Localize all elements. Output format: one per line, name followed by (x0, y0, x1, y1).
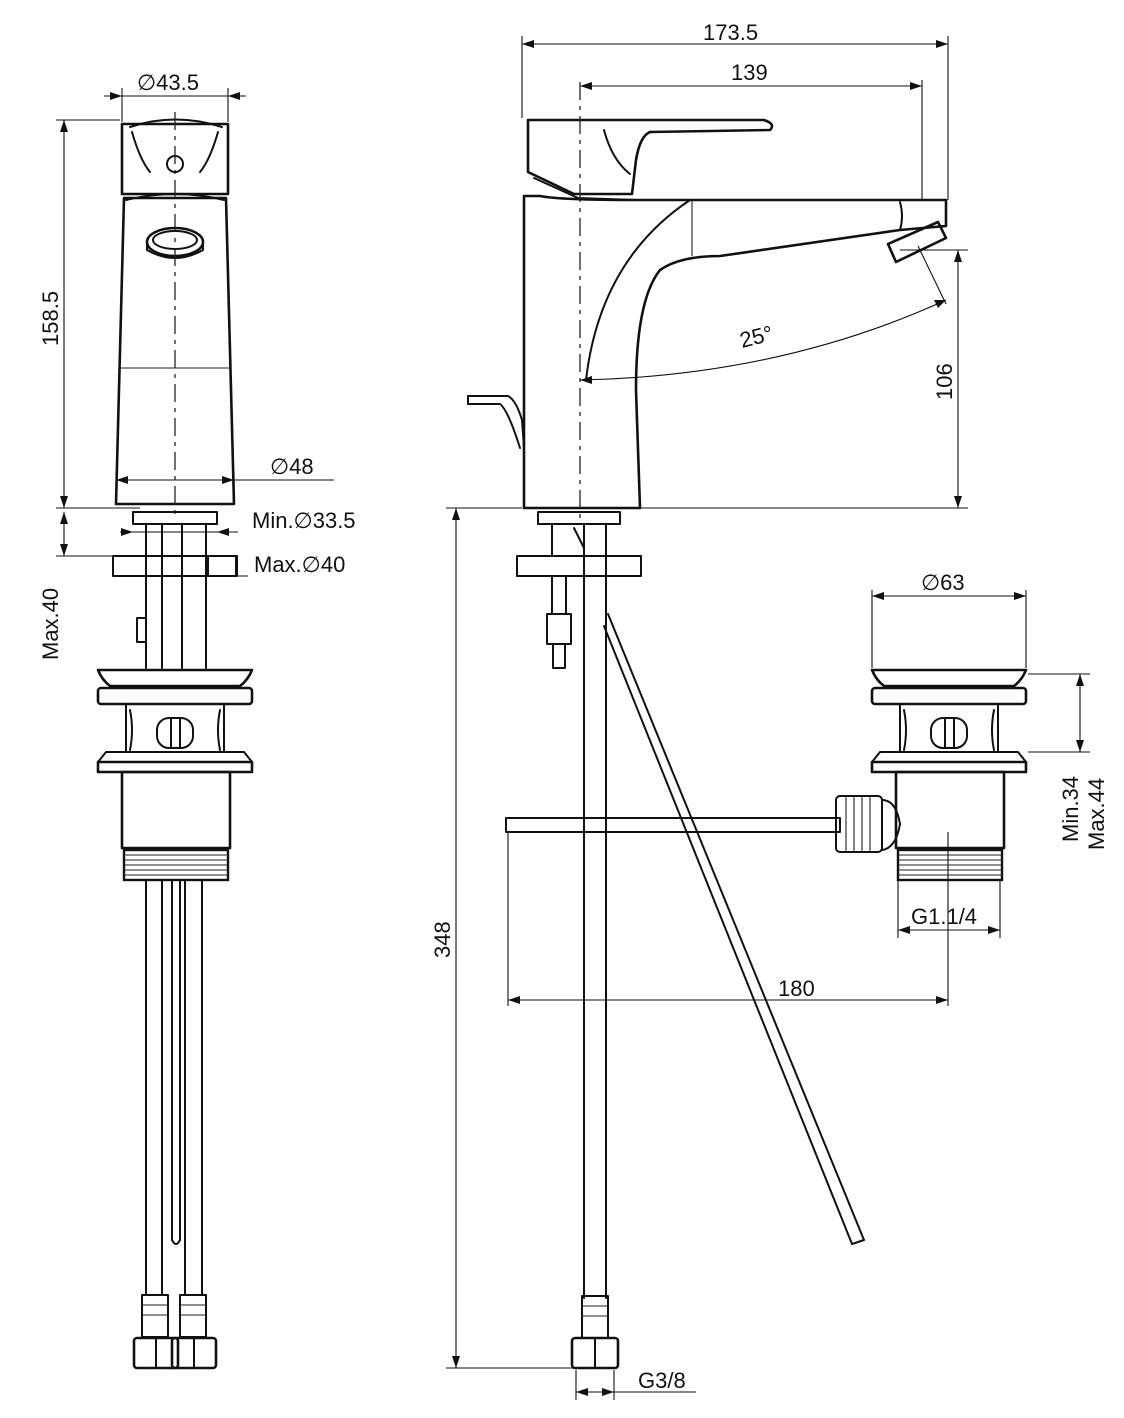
side-view-dimensions: 173.5 139 25° 106 348 180 (430, 20, 968, 1400)
front-view (96, 112, 254, 1370)
min-hole-label: Min.∅33.5 (252, 508, 356, 533)
hose-thread-label: G3/8 (638, 1368, 686, 1393)
waste-thread-label: G1.1/4 (911, 904, 977, 929)
side-view (467, 82, 948, 1370)
max-thickness-label: Max.40 (38, 588, 63, 660)
front-waste-thread (122, 848, 230, 882)
waste-max-label: Max.44 (1084, 778, 1109, 850)
waste-detail (835, 668, 1028, 882)
swivel-angle-label: 25° (737, 321, 775, 353)
waste-thread (896, 848, 1004, 882)
body-height-label: 158.5 (38, 291, 63, 346)
spout-reach-label: 139 (731, 60, 768, 85)
waste-dimensions: ∅63 Min.34 Max.44 G1.1/4 (871, 570, 1109, 938)
max-hole-label: Max.∅40 (254, 552, 345, 577)
spout-height-label: 106 (932, 363, 957, 400)
waste-diameter-label: ∅63 (921, 570, 965, 595)
front-view-dimensions: ∅43.5 158.5 ∅48 Min.∅33.5 Max.∅40 Max.40 (38, 70, 356, 660)
base-diameter-label: ∅48 (270, 454, 314, 479)
waste-min-label: Min.34 (1058, 776, 1083, 842)
hose-length-label: 348 (430, 921, 455, 958)
overall-width-label: 173.5 (703, 20, 758, 45)
rod-length-label: 180 (778, 976, 815, 1001)
top-diameter-label: ∅43.5 (137, 70, 199, 95)
